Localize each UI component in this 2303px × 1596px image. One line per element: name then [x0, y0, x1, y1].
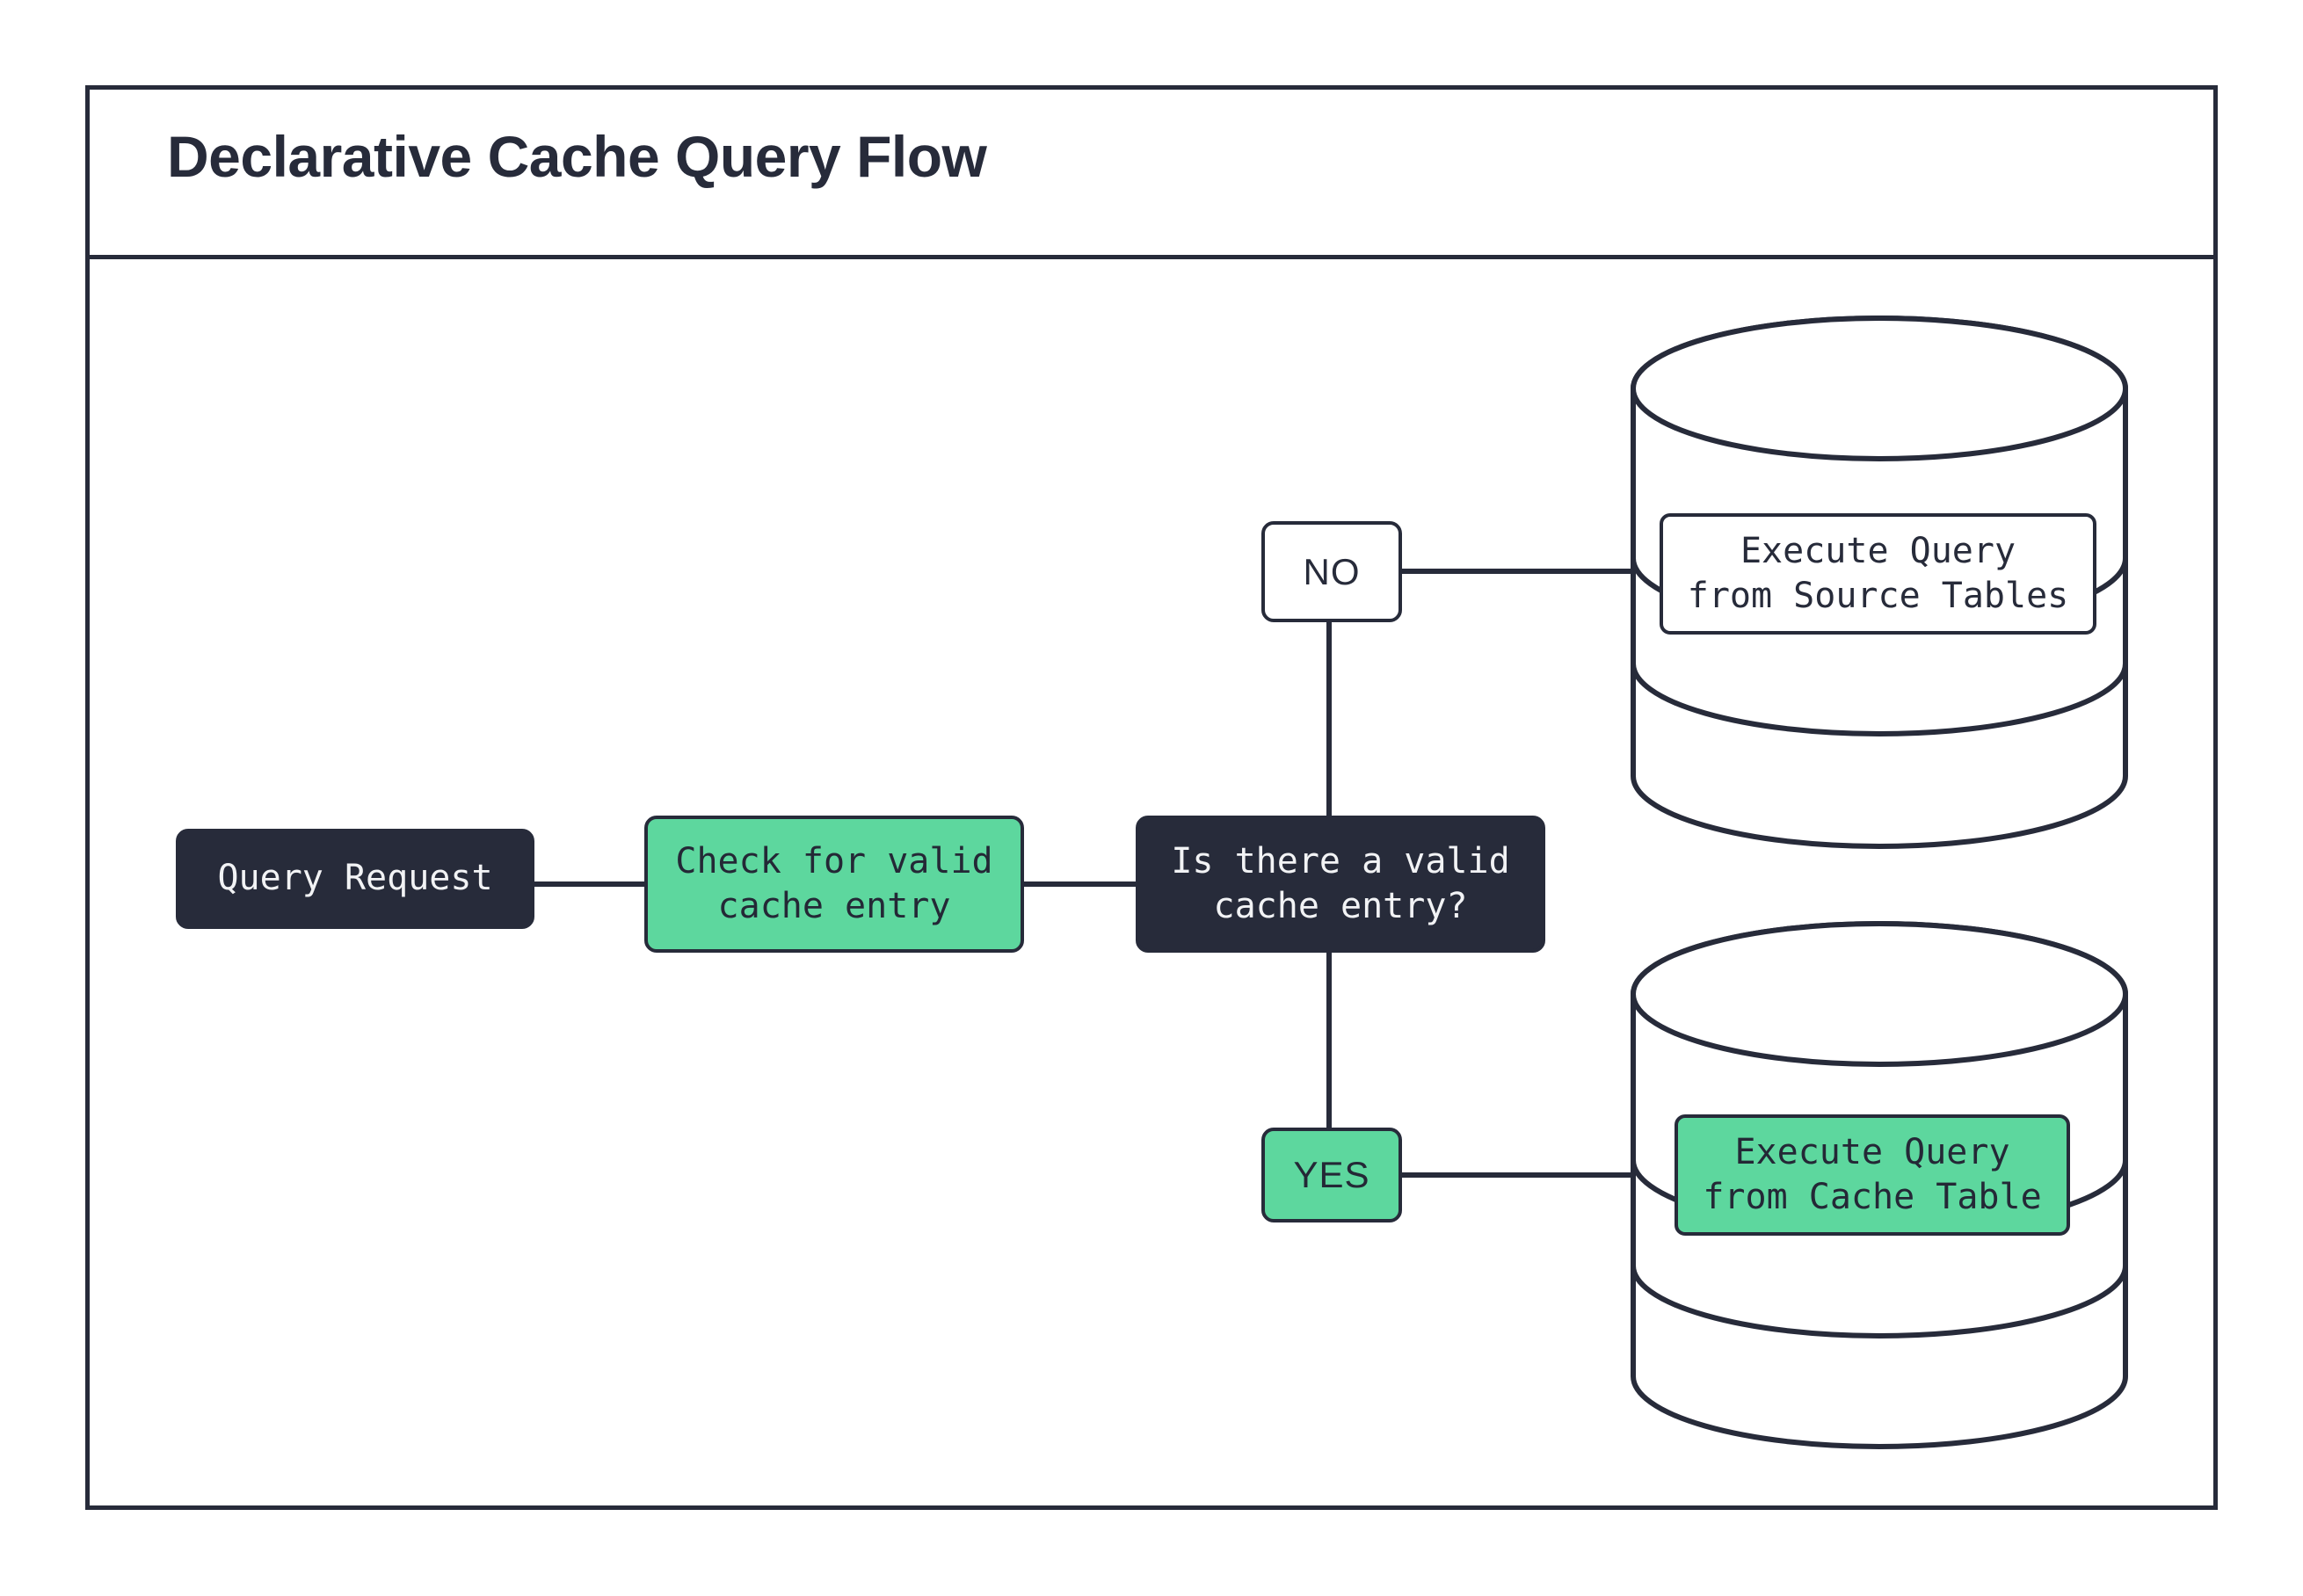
- branch-label-yes[interactable]: YES: [1261, 1128, 1402, 1222]
- page-title: Declarative Cache Query Flow: [167, 124, 987, 189]
- node-execute-query-from-source-tables[interactable]: Execute Query from Source Tables: [1660, 513, 2096, 635]
- diagram-header-band: [85, 85, 2218, 259]
- node-is-there-a-valid-cache-entry[interactable]: Is there a valid cache entry?: [1136, 816, 1545, 953]
- diagram-frame: [85, 85, 2218, 1510]
- node-query-request[interactable]: Query Request: [176, 829, 534, 929]
- branch-label-no[interactable]: NO: [1261, 521, 1402, 622]
- node-execute-query-from-cache-table[interactable]: Execute Query from Cache Table: [1675, 1114, 2070, 1236]
- node-check-for-valid-cache-entry[interactable]: Check for valid cache entry: [644, 816, 1024, 953]
